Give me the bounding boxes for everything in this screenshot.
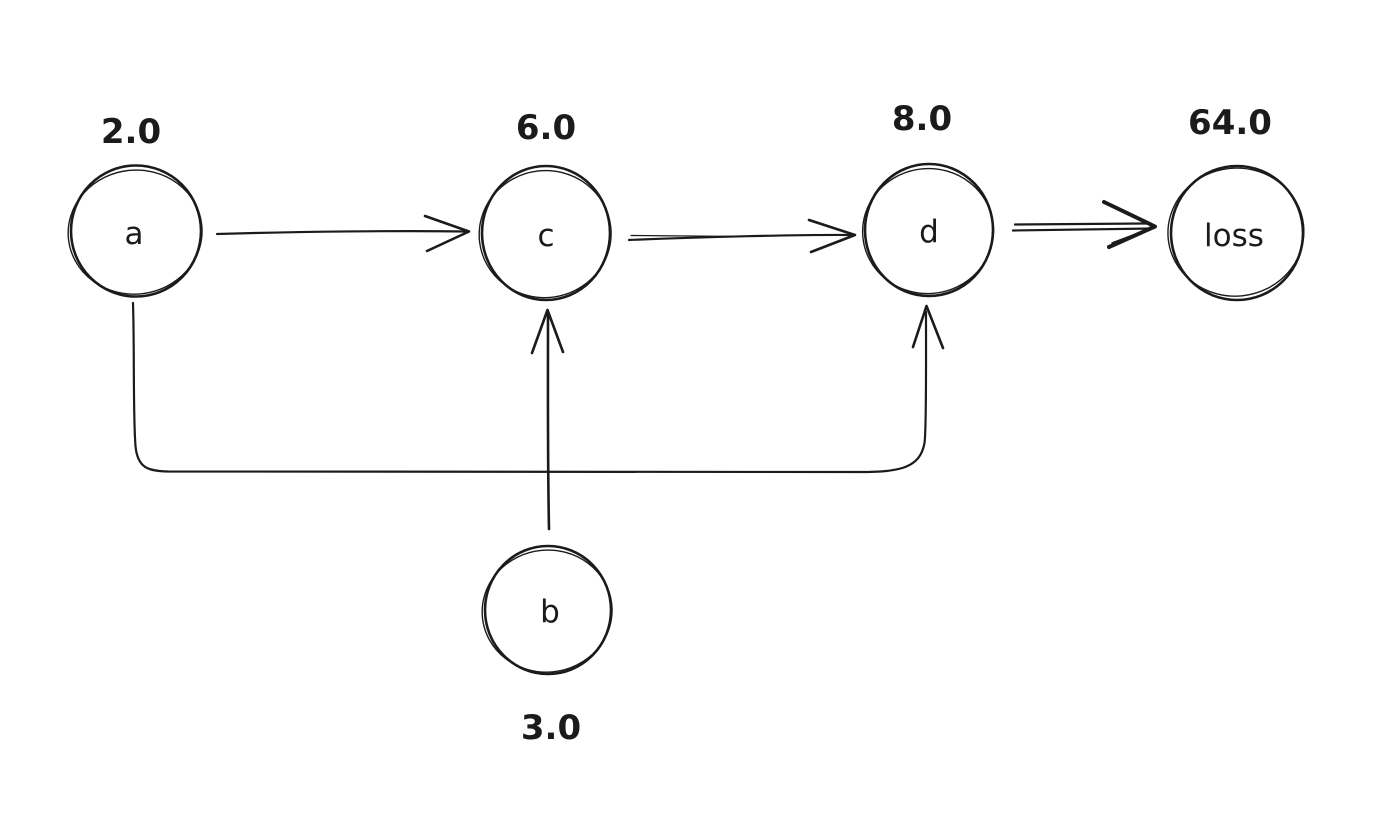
node-a-value: 2.0 [101,112,161,152]
node-c: c [478,164,612,302]
edge-a-to-d-arrowhead [911,304,945,350]
edge-c-to-d-arrowhead [807,218,857,254]
node-a: a [67,164,203,298]
node-d-label: d [919,214,939,250]
node-c-value: 6.0 [516,108,576,148]
edge-d-to-loss-line-top [1013,222,1151,226]
node-a-label: a [125,216,144,252]
node-c-label: c [537,218,554,254]
edge-d-to-loss-line-bottom [1011,227,1153,232]
node-b-label: b [540,594,560,630]
node-d: d [861,162,995,298]
node-a-circle [69,164,203,298]
edge-a-to-d-line [131,301,928,474]
node-c-circle [480,164,612,302]
edge-d-to-loss-arrowhead [1102,200,1157,249]
edge-a-to-d [131,301,945,474]
edge-c-to-d [627,218,857,254]
node-a-circle-sketch [67,169,203,295]
edge-c-to-d-line-doubling [630,234,743,238]
node-loss: loss [1167,164,1305,302]
node-loss-circle [1169,164,1305,302]
edge-a-to-c [215,214,471,253]
node-d-circle-sketch [861,167,995,295]
node-b: b [481,544,613,676]
node-loss-label: loss [1204,218,1264,254]
edge-d-to-loss-arrowhead-doubling [1111,226,1154,244]
node-c-circle-sketch [478,169,612,299]
edge-a-to-c-arrowhead [423,214,471,253]
edge-b-to-c-arrowhead [530,308,565,355]
node-d-value: 8.0 [892,99,952,139]
edge-a-to-c-line [215,230,469,236]
node-b-circle-sketch [481,549,613,673]
edge-c-to-d-line [627,233,855,242]
node-loss-circle-sketch [1167,167,1305,297]
edge-b-to-c [530,308,565,531]
node-loss-value: 64.0 [1188,103,1272,143]
edge-b-to-c-line [546,311,551,531]
edge-d-to-loss [1011,200,1157,249]
node-b-circle [483,544,613,676]
node-b-value: 3.0 [521,708,581,748]
